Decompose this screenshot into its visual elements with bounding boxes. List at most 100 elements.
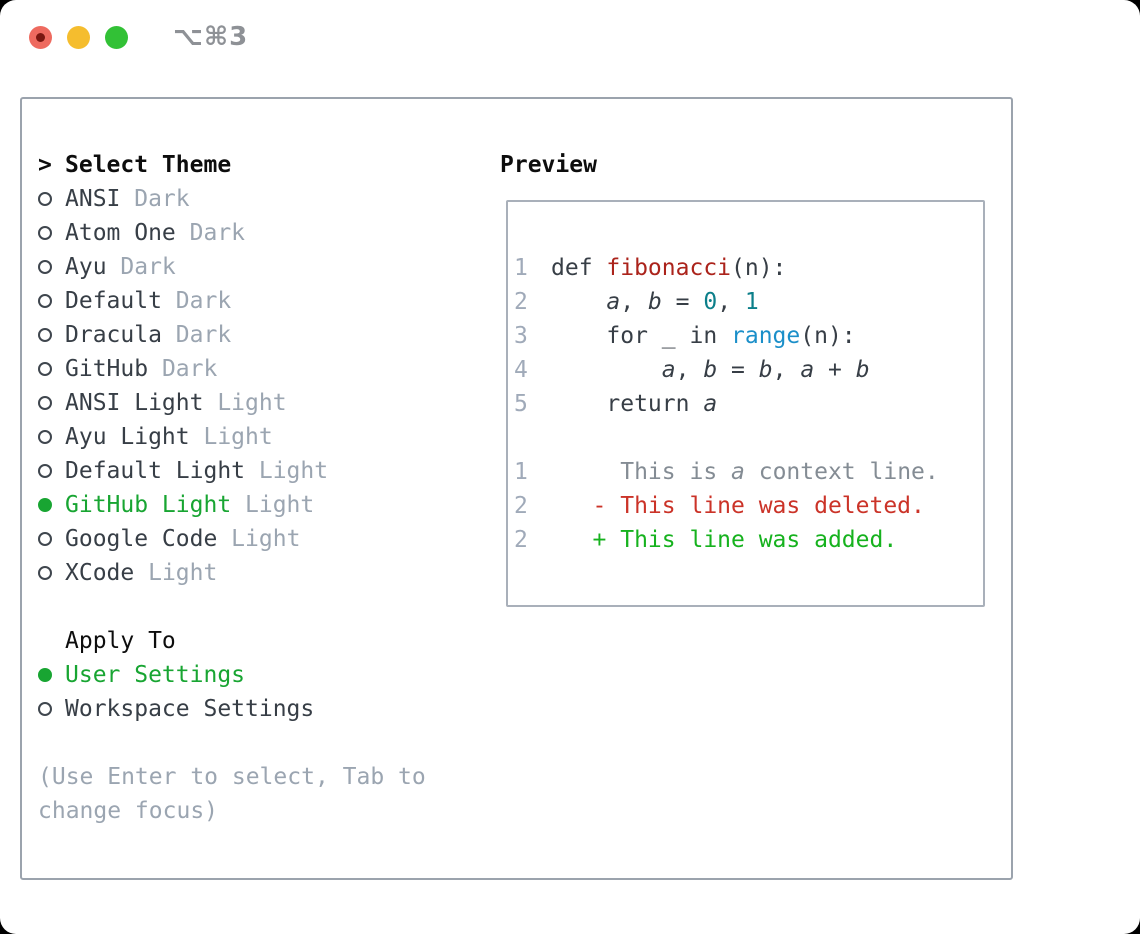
radio-selected-icon — [38, 668, 52, 682]
theme-variant-tag: Dark — [175, 220, 246, 246]
line-number: 5 — [514, 391, 528, 417]
line-number: 2 — [514, 289, 528, 315]
code-segment: , — [772, 357, 801, 383]
zoom-button-icon[interactable] — [105, 25, 128, 49]
theme-option[interactable]: Default Dark — [38, 284, 500, 318]
theme-option[interactable]: XCode Light — [38, 556, 500, 590]
radio-icon — [38, 532, 52, 546]
code-line: 4 a, b = b, a + b — [514, 353, 983, 387]
radio-icon — [38, 566, 52, 580]
radio-icon — [38, 294, 52, 308]
line-text: def fibonacci(n): — [551, 255, 786, 281]
theme-variant-tag: Light — [245, 458, 329, 484]
code-segment: a — [661, 357, 676, 383]
code-segment: a — [731, 459, 745, 485]
theme-name: Ayu Light — [65, 424, 190, 450]
apply-option[interactable]: Workspace Settings — [38, 692, 500, 726]
code-segment: b — [758, 357, 773, 383]
theme-option[interactable]: Ayu Light Light — [38, 420, 500, 454]
code-line: 1 def fibonacci(n): — [514, 251, 983, 285]
code-segment: = — [661, 289, 704, 315]
titlebar: ⌥⌘3 — [0, 0, 1140, 74]
code-preview: 1 def fibonacci(n): 2 a, b = 0, 1 3 for _ i… — [514, 251, 983, 421]
theme-variant-tag: Dark — [106, 254, 176, 280]
apply-option[interactable]: User Settings — [38, 658, 500, 692]
theme-option[interactable]: ANSI Light Light — [38, 386, 500, 420]
theme-option[interactable]: ANSI Dark — [38, 182, 500, 216]
code-segment: , — [675, 357, 704, 383]
close-button-icon[interactable] — [29, 25, 52, 49]
code-segment: , — [717, 289, 745, 315]
code-line: 5 return a — [514, 387, 983, 421]
code-segment: return — [551, 391, 704, 417]
theme-option[interactable]: Default Light Light — [38, 454, 500, 488]
line-number: 1 — [514, 459, 528, 485]
code-segment: range — [731, 323, 801, 349]
theme-name: Google Code — [65, 526, 218, 552]
radio-icon — [38, 192, 52, 206]
line-number: 2 — [514, 527, 528, 553]
code-segment: b — [703, 357, 718, 383]
minimize-button-icon[interactable] — [67, 25, 90, 49]
line-number: 4 — [514, 357, 528, 383]
code-segment: context line. — [744, 459, 939, 485]
code-segment: This is — [551, 459, 732, 485]
theme-name: Atom One — [65, 220, 176, 246]
radio-icon — [38, 702, 52, 716]
preview-box: 1 def fibonacci(n): 2 a, b = 0, 1 3 for _ i… — [506, 200, 985, 607]
theme-option[interactable]: Ayu Dark — [38, 250, 500, 284]
line-text: + This line was added. — [551, 527, 898, 553]
code-segment: (n): — [731, 255, 787, 281]
radio-icon — [38, 362, 52, 376]
apply-option-label: User Settings — [65, 662, 246, 688]
radio-icon — [38, 464, 52, 478]
theme-option[interactable]: GitHub Light Light — [38, 488, 500, 522]
theme-option[interactable]: Dracula Dark — [38, 318, 500, 352]
theme-variant-tag: Light — [217, 526, 301, 552]
code-segment: (n): — [800, 323, 856, 349]
theme-variant-tag: Light — [134, 560, 218, 586]
radio-icon — [38, 226, 52, 240]
select-theme-header-row: > Select Theme — [38, 148, 500, 182]
code-segment: b — [855, 357, 870, 383]
theme-variant-tag: Light — [189, 424, 273, 450]
prompt-icon: > — [38, 152, 52, 178]
code-line: 3 for _ in range(n): — [514, 319, 983, 353]
apply-to-title: Apply To — [65, 628, 176, 654]
line-text: for _ in range(n): — [551, 323, 856, 349]
line-number: 3 — [514, 323, 528, 349]
theme-name: XCode — [65, 560, 135, 586]
close-dot-icon — [36, 32, 45, 42]
line-text: a, b = 0, 1 — [551, 289, 758, 315]
code-segment: + This line was added. — [551, 527, 898, 553]
code-segment — [551, 357, 662, 383]
preview-column: Preview 1 def fibonacci(n): 2 a, b = 0, 1 3… — [500, 148, 1011, 878]
theme-option[interactable]: GitHub Dark — [38, 352, 500, 386]
line-text: return a — [551, 391, 717, 417]
theme-name: Default — [65, 288, 162, 314]
apply-to-header-row: Apply To — [38, 624, 500, 658]
theme-option[interactable]: Google Code Light — [38, 522, 500, 556]
help-text: (Use Enter to select, Tab to change focu… — [38, 764, 426, 824]
radio-icon — [38, 328, 52, 342]
diff-line: 2 - This line was deleted. — [514, 489, 983, 523]
theme-option[interactable]: Atom One Dark — [38, 216, 500, 250]
code-segment: fibonacci — [606, 255, 732, 281]
diff-preview: 1 This is a context line.2 - This line w… — [514, 455, 983, 557]
radio-icon — [38, 260, 52, 274]
theme-name: GitHub — [65, 356, 149, 382]
radio-icon — [38, 396, 52, 410]
code-segment: = — [717, 357, 759, 383]
preview-header-row: Preview — [500, 148, 1011, 182]
diff-line: 1 This is a context line. — [514, 455, 983, 489]
radio-selected-icon — [38, 498, 52, 512]
line-text: This is a context line. — [551, 459, 939, 485]
line-number: 1 — [514, 255, 528, 281]
code-segment: - This line was deleted. — [551, 493, 925, 519]
code-segment — [551, 289, 606, 315]
